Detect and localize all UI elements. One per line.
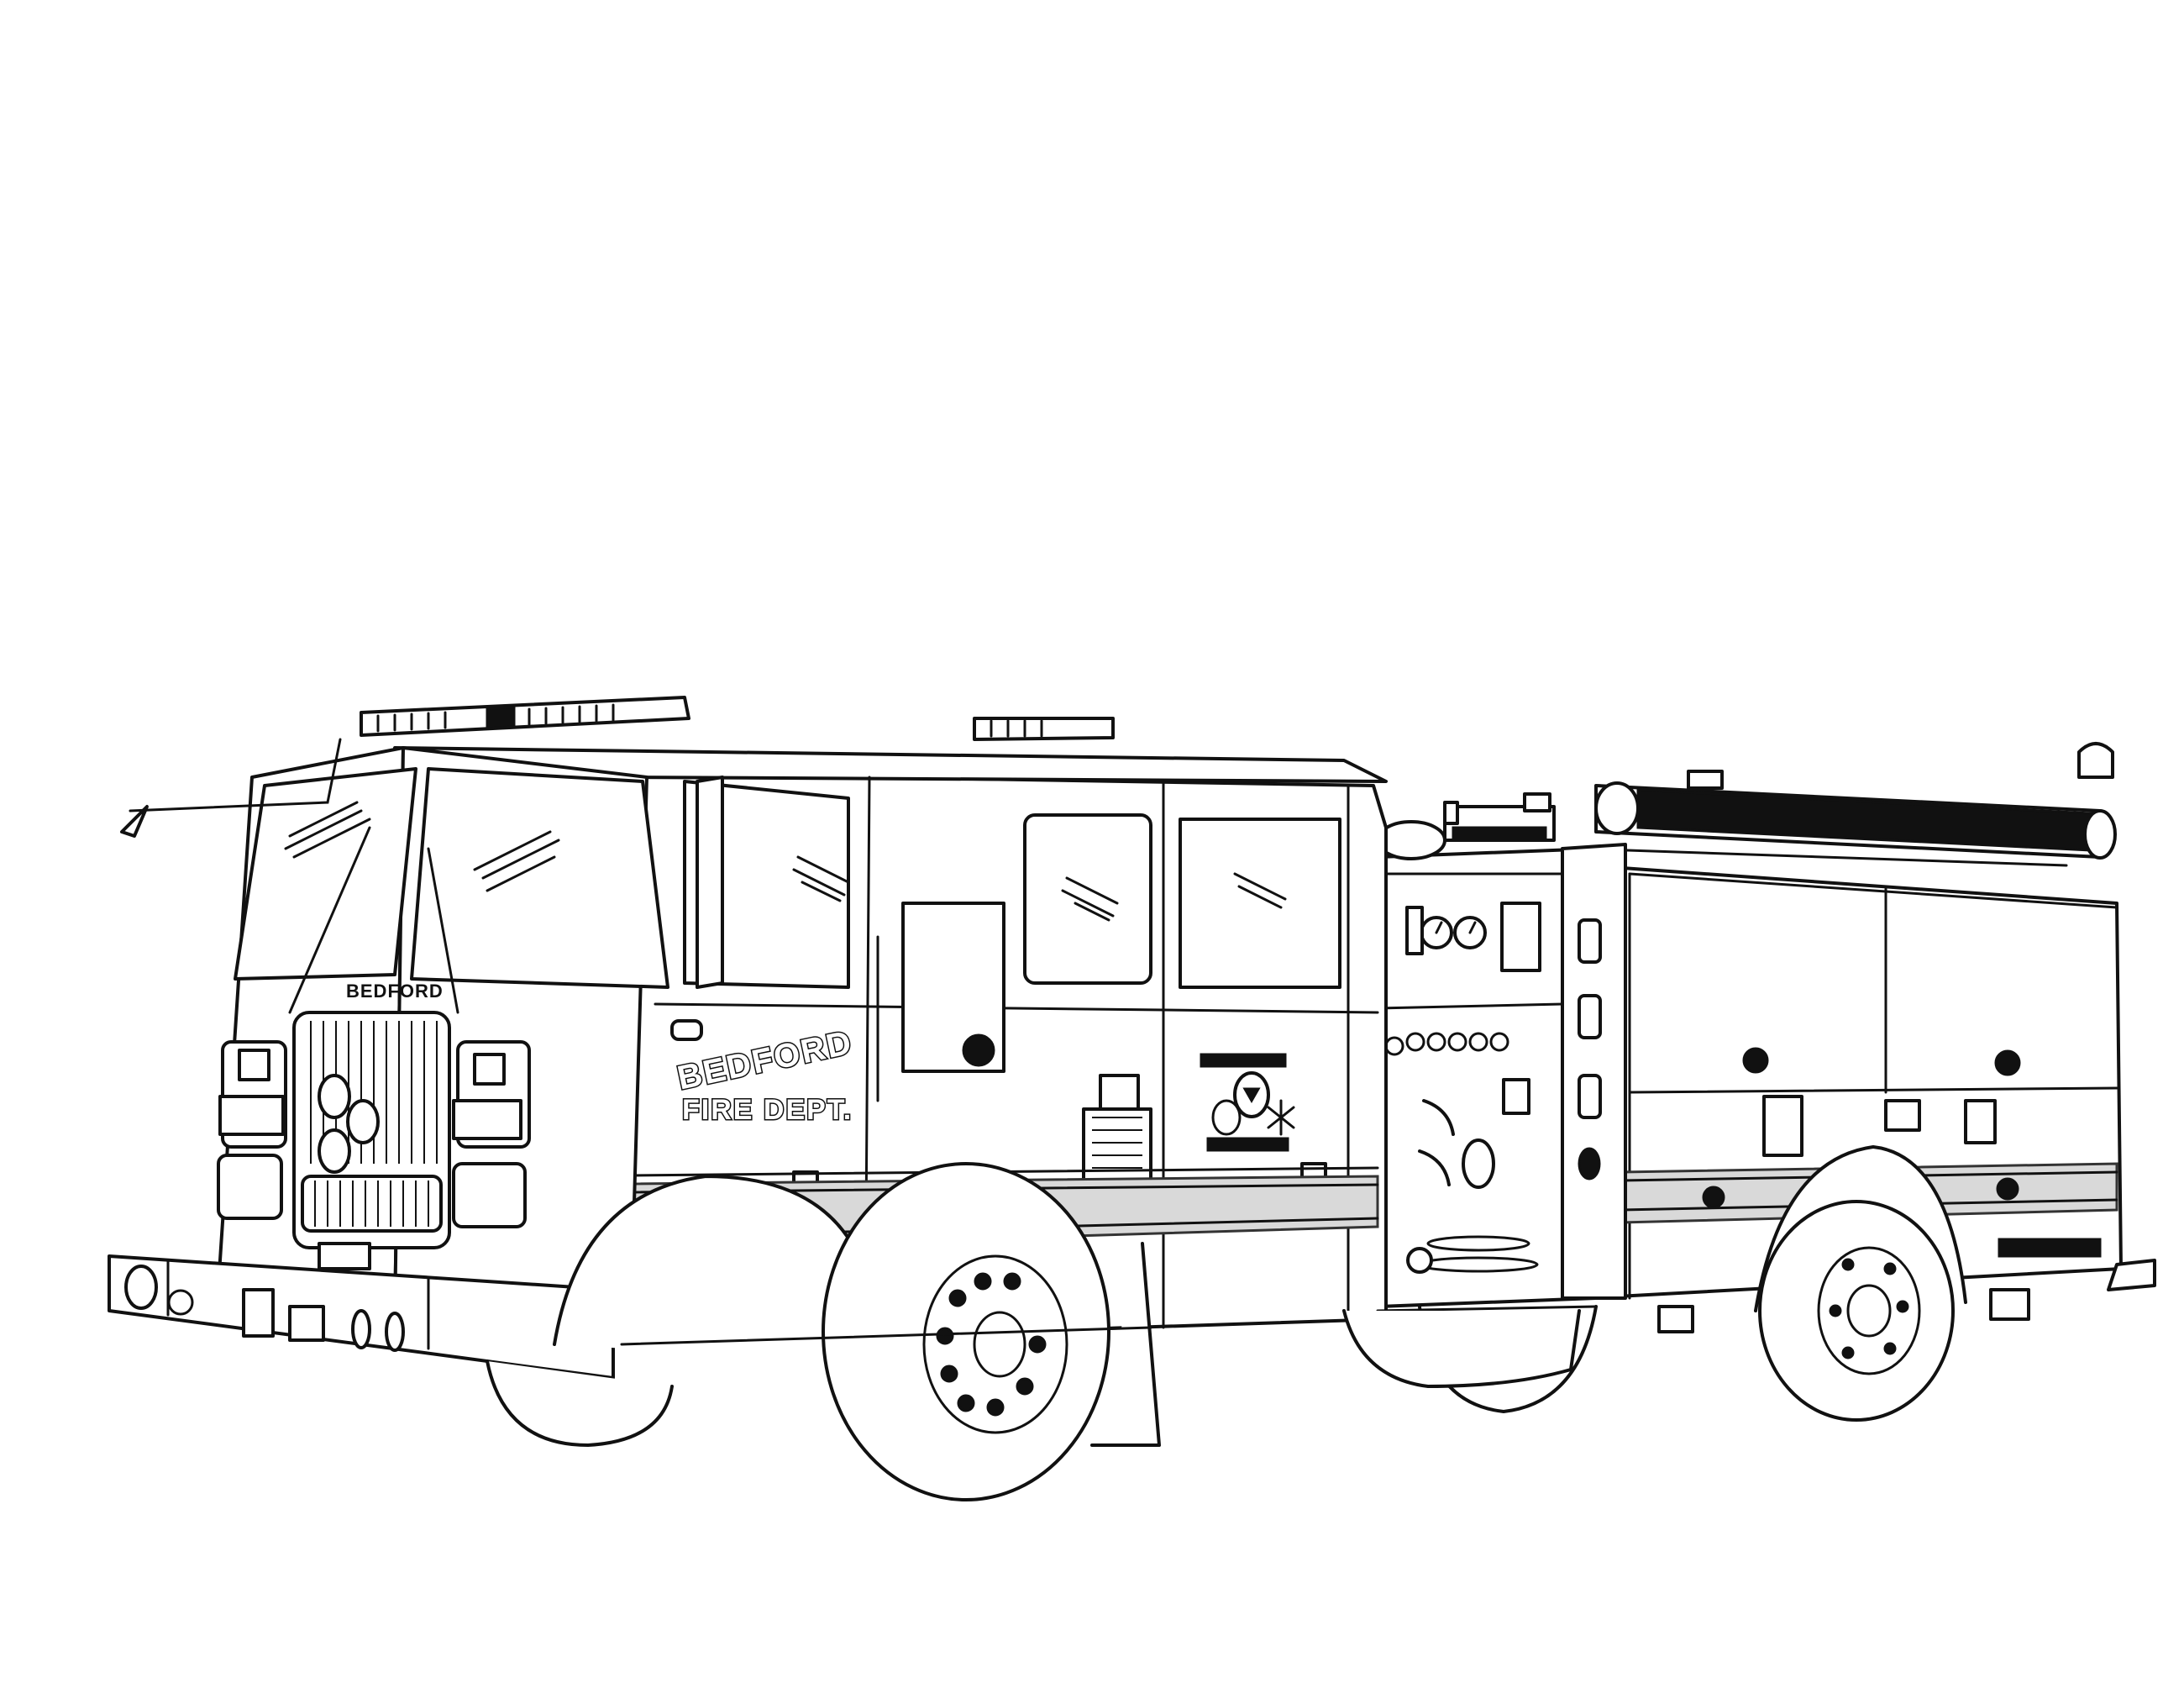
front-wheel [486,1162,1161,1501]
rear-light-bar [973,717,1115,741]
compartment-latch-icon [1742,1047,1769,1074]
wiper [427,847,459,1014]
county-emblem [1200,1053,1295,1152]
light-bars [360,696,1115,741]
emblem-top-text [1200,1053,1287,1068]
top-hose-tube [1578,742,2117,867]
windshield-left [234,767,417,981]
front-light-bar [360,696,690,737]
cab-front [120,738,669,1346]
hood-label: BEDFORD [346,981,444,1002]
cab-side-window [683,780,850,989]
maltese-cross-icon [1211,1099,1242,1136]
chassis [620,1305,1598,1388]
wiper [288,826,371,1014]
mirror-arm [129,738,342,812]
pump-side-column [1561,843,1627,1300]
mirror [120,805,149,838]
front-bumper [108,1242,615,1380]
compartment-latch-icon [1994,1049,2021,1076]
pump-panel [1376,792,1598,1308]
windshield-right [410,767,669,989]
crew-window [1023,813,1152,985]
emblem-bottom-text [1206,1137,1289,1152]
crew-window [1179,818,1341,989]
website-decal [1998,1238,2102,1258]
star-of-life-icon [1267,1099,1295,1136]
rear-wheel [1754,1145,1967,1422]
door-lettering-line2: FIRE DEPT. [680,1093,853,1128]
bumper-light [124,1265,158,1310]
door-handle-icon [962,1033,995,1067]
